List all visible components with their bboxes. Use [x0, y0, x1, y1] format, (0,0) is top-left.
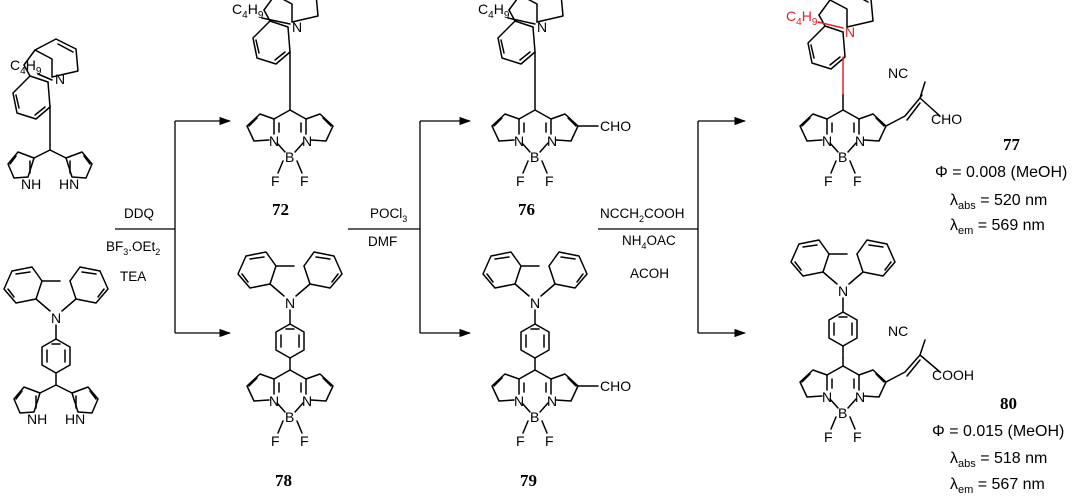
aldehyde-label: CHO	[600, 378, 631, 394]
compound-label-79: 79	[520, 471, 537, 490]
step1-arrows	[115, 116, 232, 338]
atom-n: N	[845, 24, 855, 40]
step3-conditions: NCCH2COOH NH4OAC ACOH	[600, 206, 685, 281]
atom-n: N	[55, 71, 65, 87]
nitrile-label: NC	[888, 65, 908, 81]
carboxylic-acid-label: COOH	[932, 367, 974, 383]
highlighted-carbazole: C4H9 N	[786, 0, 874, 96]
absorption-max-80: λabs = 518 nm	[950, 450, 1047, 470]
compound-label-76: 76	[518, 200, 535, 219]
condition-acoh: ACOH	[630, 266, 669, 281]
condition-bf3-oet2: BF3.OEt2	[106, 239, 160, 257]
compound-80-structure: NC COOH	[790, 239, 974, 446]
quantum-yield-77: Φ = 0.008 (MeOH)	[935, 164, 1067, 181]
condition-cyanoacetic-acid: NCCH2COOH	[600, 206, 685, 224]
quantum-yield-80: Φ = 0.015 (MeOH)	[932, 423, 1064, 440]
step1-conditions: DDQ BF3.OEt2 TEA	[106, 206, 160, 284]
condition-ddq: DDQ	[124, 206, 154, 221]
compound-79-structure: CHO	[482, 251, 631, 450]
condition-dmf: DMF	[368, 234, 397, 249]
step2-conditions: POCl3 DMF	[368, 206, 407, 249]
compound-label-72: 72	[272, 200, 289, 219]
atom-n: N	[292, 19, 302, 35]
butyl-label: C4H9	[786, 8, 818, 28]
aldehyde-label: CHO	[931, 111, 962, 127]
starting-material-carbazole-dipyrromethane: C4H9 N	[7, 38, 93, 193]
butyl-label: C4H9	[478, 1, 510, 21]
compound-label-77: 77	[1003, 135, 1021, 154]
emission-max-80: λem = 567 nm	[950, 476, 1045, 496]
butyl-label: C4H9	[10, 57, 42, 77]
emission-max-77: λem = 569 nm	[950, 217, 1045, 237]
compound-label-78: 78	[275, 471, 292, 490]
condition-tea: TEA	[120, 269, 146, 284]
aldehyde-label: CHO	[600, 118, 631, 134]
nitrile-label: NC	[888, 323, 908, 339]
condition-nh4oac: NH4OAC	[622, 233, 676, 251]
butyl-label: C4H9	[232, 1, 264, 21]
starting-material-phenylcarbazole-dipyrromethane	[3, 266, 109, 428]
absorption-max-77: λabs = 520 nm	[950, 192, 1047, 212]
highlighted-phenylcarbazole	[790, 239, 896, 359]
compound-78-structure	[237, 251, 343, 450]
condition-pocl3: POCl3	[370, 206, 407, 224]
atom-n: N	[537, 19, 547, 35]
compound-72-structure: C4H9 N	[232, 0, 334, 190]
step2-arrows	[348, 116, 472, 338]
compound-76-structure: C4H9 N CHO	[478, 0, 631, 190]
compound-77-structure: C4H9 N NC CHO	[786, 0, 962, 190]
compound-label-80: 80	[1000, 394, 1017, 413]
step3-arrows	[598, 116, 747, 338]
